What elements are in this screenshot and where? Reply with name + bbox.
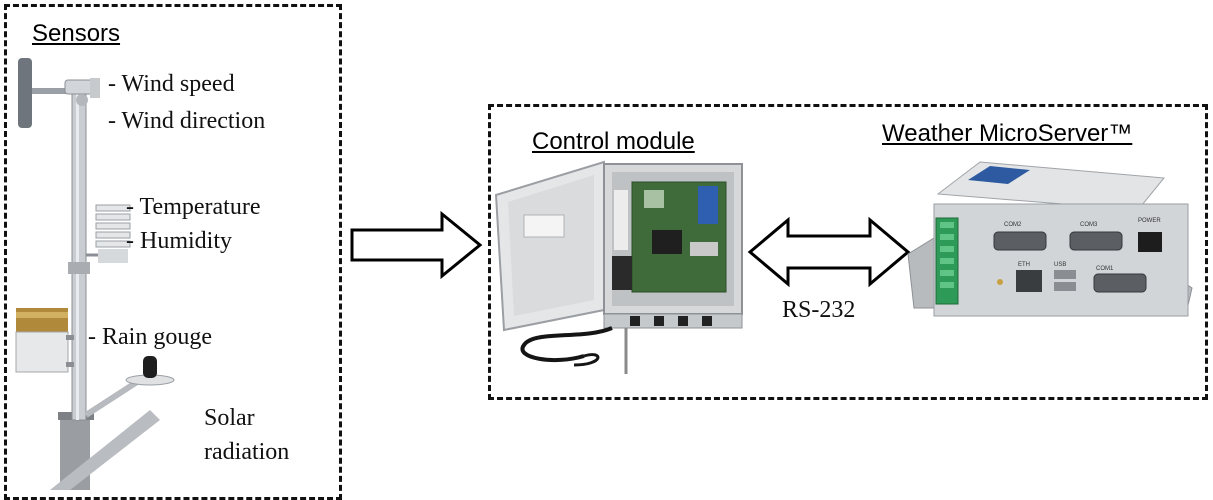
control-module-title: Control module: [532, 128, 695, 155]
solar-radiation-label-line2: radiation: [204, 439, 290, 465]
port-label-com3: COM3: [1080, 222, 1098, 228]
wind-speed-label: - Wind speed: [108, 71, 235, 97]
rs232-label: RS-232: [782, 297, 856, 323]
control-module-enclosure: [494, 160, 743, 374]
rain-gauge-label: - Rain gouge: [88, 324, 212, 350]
port-label-com2: COM2: [1004, 222, 1022, 228]
wind-direction-label: - Wind direction: [108, 108, 266, 134]
weather-station-illustration: [15, 58, 175, 490]
solar-radiation-label-line1: Solar: [204, 405, 255, 431]
port-label-usb: USB: [1054, 262, 1067, 268]
humidity-label: - Humidity: [126, 228, 232, 254]
microserver-title: Weather MicroServer™: [882, 120, 1133, 147]
port-label-com1: COM1: [1096, 266, 1114, 272]
right-arrow-icon: [350, 210, 483, 280]
bidirectional-arrow-icon: [747, 216, 911, 288]
devices-frame: [488, 104, 1208, 400]
weather-microserver-device: [907, 161, 1193, 317]
port-label-eth: ETH: [1018, 262, 1030, 268]
port-label-power: POWER: [1138, 218, 1161, 224]
temperature-label: - Temperature: [126, 194, 261, 220]
sensors-title: Sensors: [32, 20, 121, 47]
